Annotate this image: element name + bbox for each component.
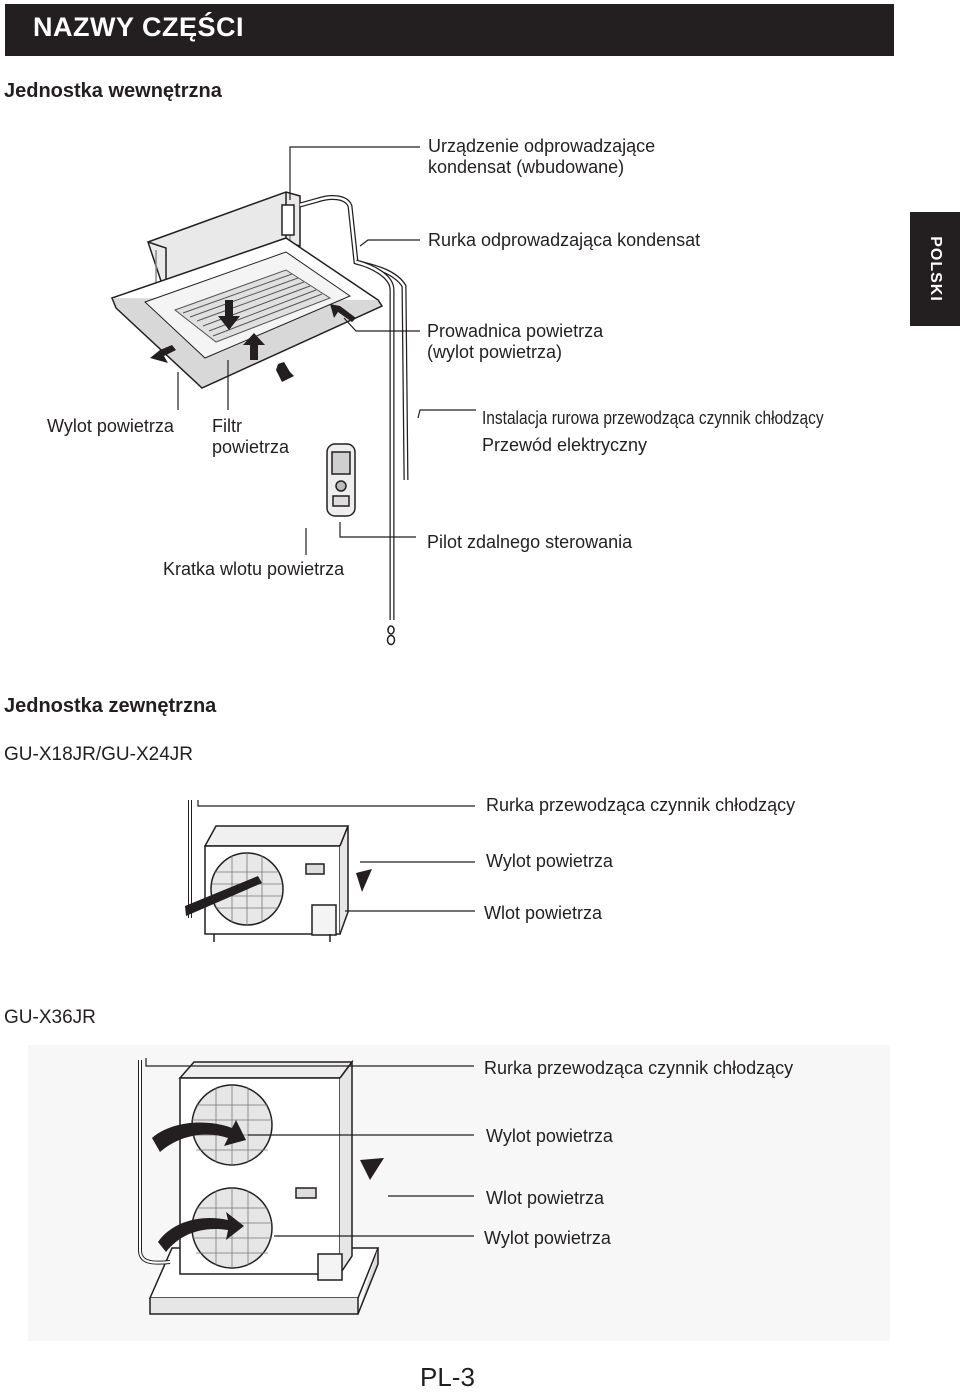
air-louver-label-line1: Prowadnica powietrza: [427, 321, 604, 341]
outdoor-unit-a-illustration: [185, 800, 372, 942]
language-tab: POLSKI: [910, 212, 960, 326]
piping-label: Instalacja rurowa przewodząca czynnik ch…: [482, 408, 824, 428]
air-outlet-label: Wylot powietrza: [47, 416, 174, 436]
cable-label: Przewód elektryczny: [482, 435, 648, 455]
page-title: NAZWY CZĘŚCI: [33, 12, 245, 42]
outdoor-b-outlet2-label: Wylot powietrza: [484, 1228, 611, 1248]
model-b-label: GU-X36JR: [4, 1007, 96, 1028]
remote-control-label: Pilot zdalnego sterowania: [427, 532, 633, 552]
air-filter-label-line1: Filtr: [212, 416, 242, 436]
outdoor-b-pipe-label: Rurka przewodząca czynnik chłodzący: [484, 1058, 794, 1078]
drain-pump-label-line2: kondensat (wbudowane): [428, 157, 625, 177]
indoor-unit-illustration: [110, 191, 409, 646]
outdoor-a-inlet-label: Wlot powietrza: [484, 903, 603, 923]
drain-hose-label: Rurka odprowadzająca kondensat: [428, 230, 701, 250]
drain-pump-label-line1: Urządzenie odprowadzające: [428, 136, 656, 156]
remote-control-illustration: [326, 443, 356, 517]
outdoor-a-pipe-label: Rurka przewodząca czynnik chłodzący: [486, 795, 796, 815]
air-inlet-grille-label: Kratka wlotu powietrza: [163, 559, 345, 579]
model-a-label: GU-X18JR/GU-X24JR: [4, 744, 193, 765]
air-filter-label-line2: powietrza: [212, 437, 290, 457]
outdoor-b-outlet-label: Wylot powietrza: [486, 1126, 613, 1146]
outdoor-unit-heading: Jednostka zewnętrzna: [4, 695, 217, 717]
indoor-unit-heading: Jednostka wewnętrzna: [4, 80, 222, 102]
section-title-bar: NAZWY CZĘŚCI: [5, 4, 894, 56]
page-number: PL-3: [420, 1362, 475, 1392]
outdoor-unit-b-illustration: [28, 1045, 890, 1341]
air-louver-label-line2: (wylot powietrza): [427, 342, 563, 362]
outdoor-b-inlet-label: Wlot powietrza: [486, 1188, 605, 1208]
outdoor-a-outlet-label: Wylot powietrza: [486, 851, 613, 871]
